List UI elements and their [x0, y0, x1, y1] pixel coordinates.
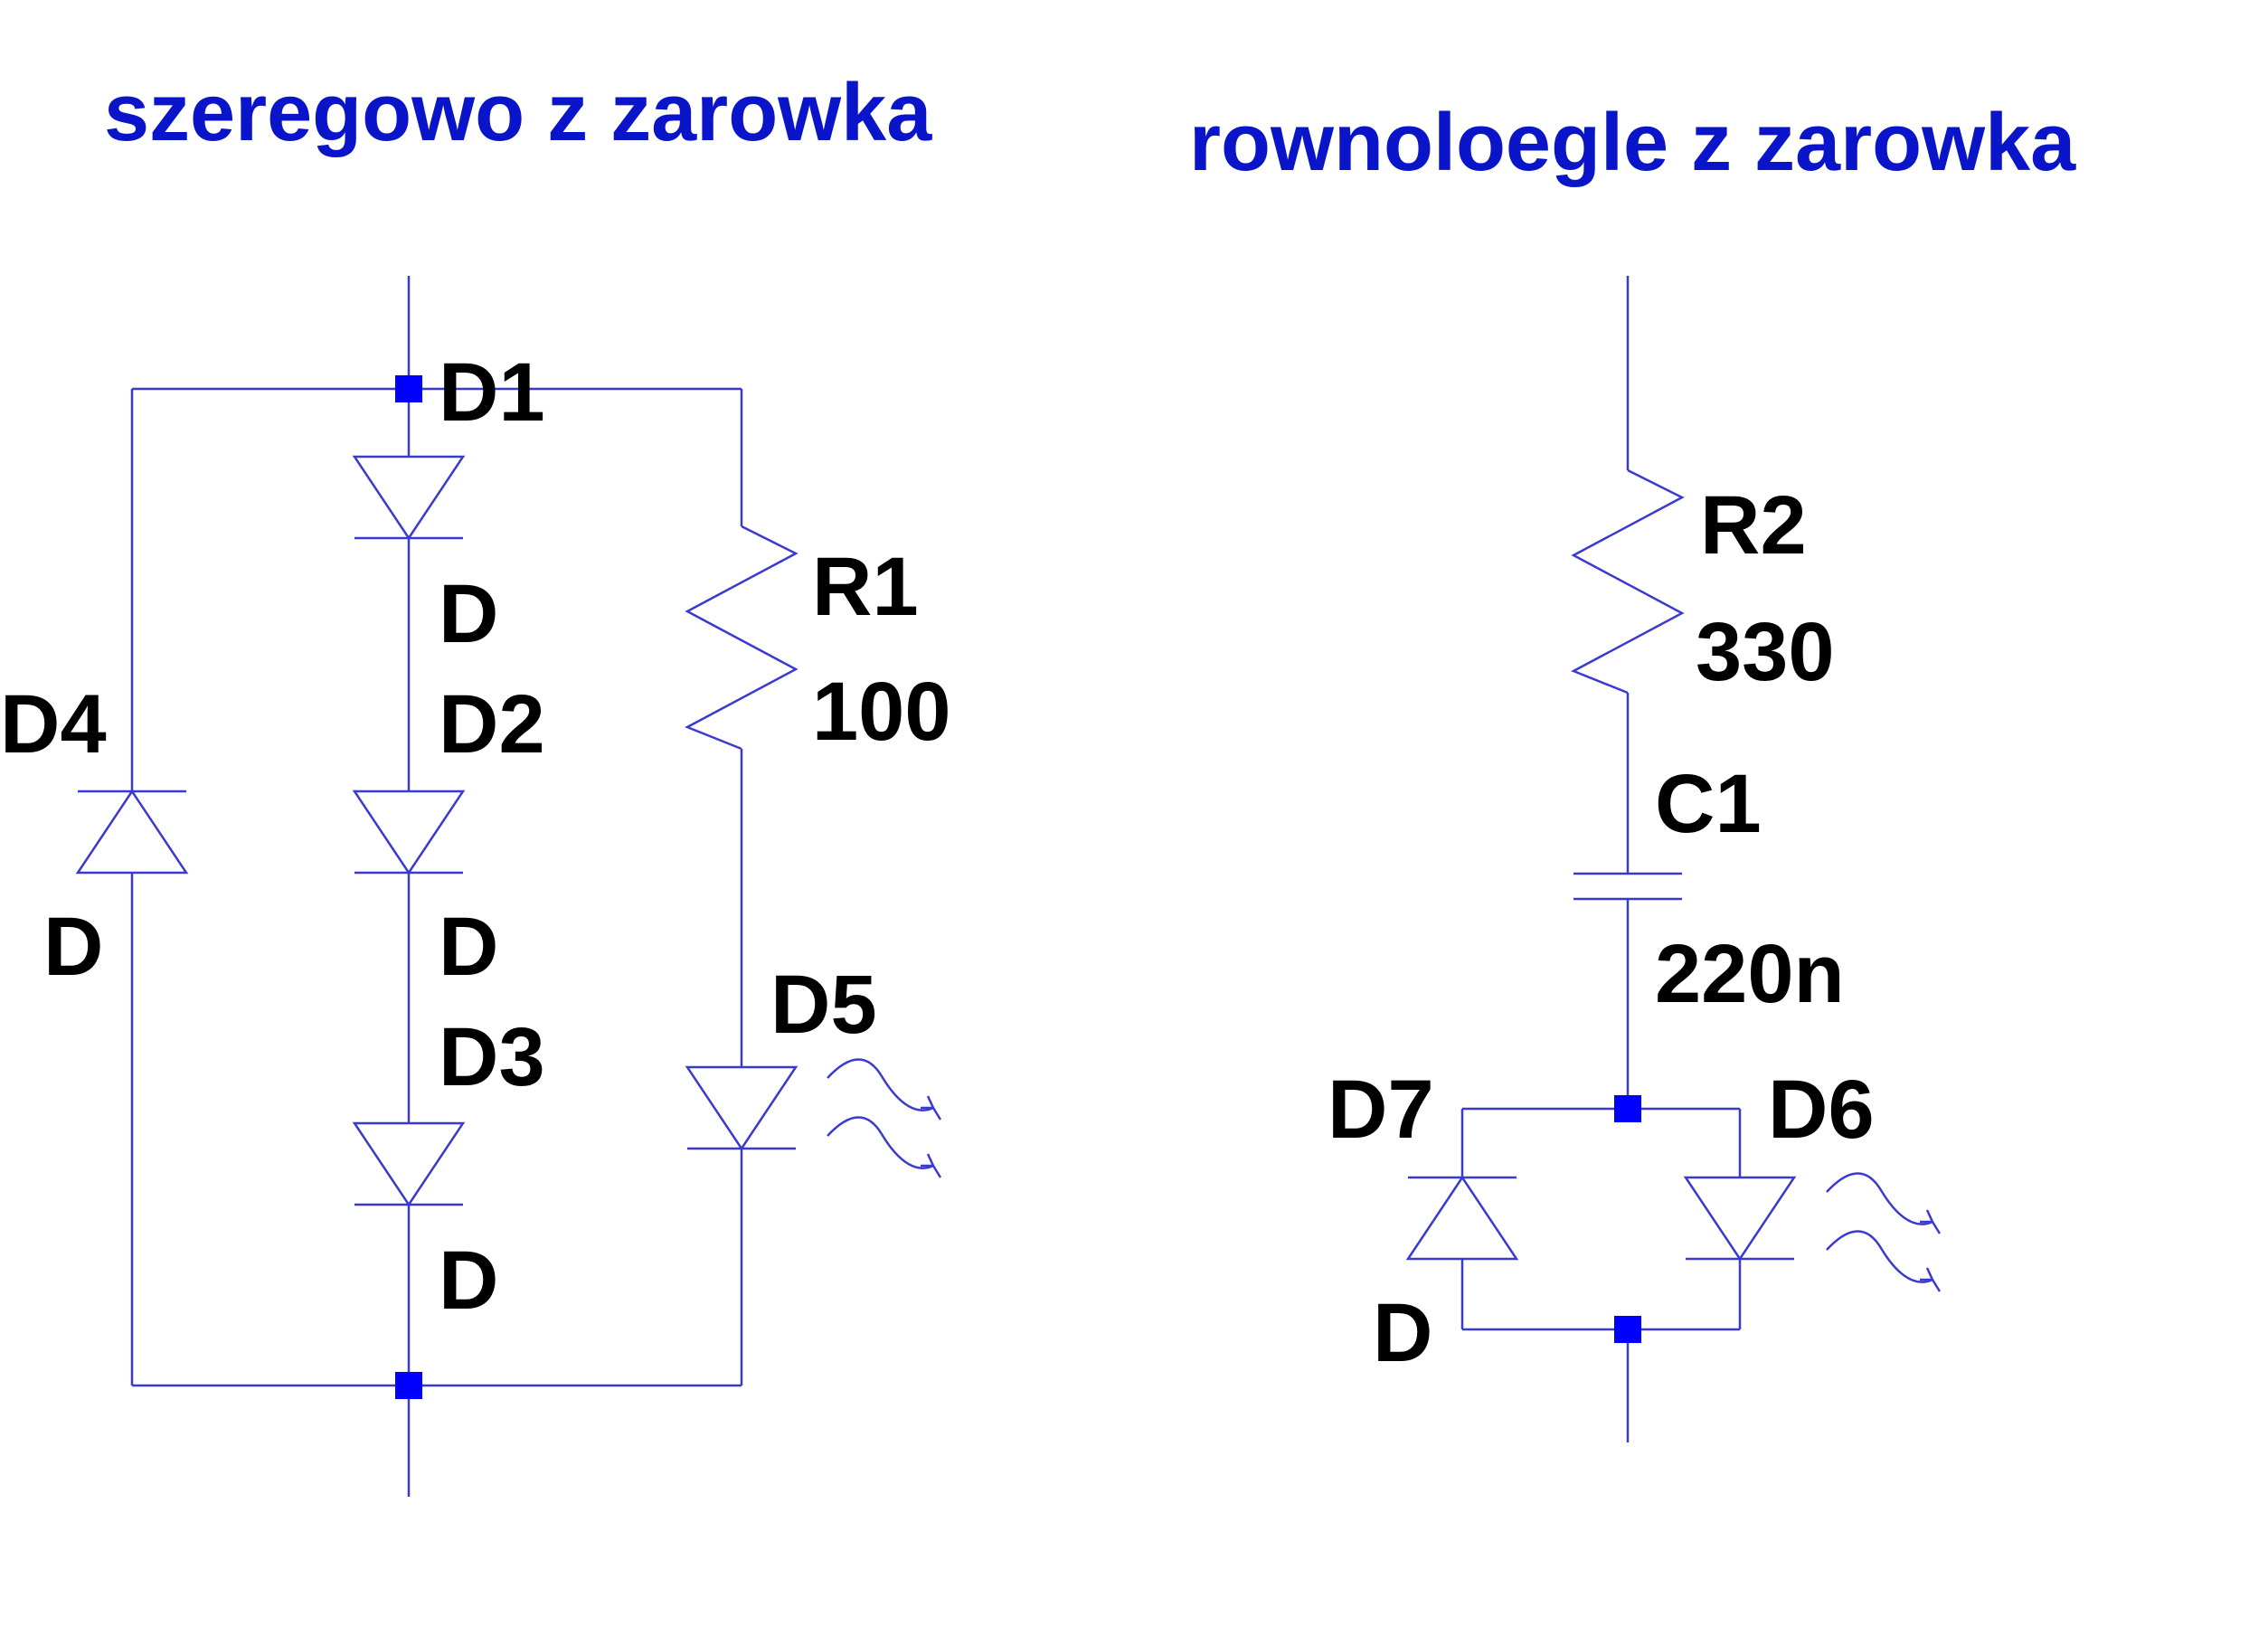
- label-d6-name: D6: [1768, 1064, 1875, 1156]
- label-d3-name: D3: [439, 1011, 545, 1103]
- label-r1-name: R1: [812, 541, 919, 633]
- label-d5-name: D5: [770, 959, 877, 1051]
- label-r2-value: 330: [1696, 606, 1835, 698]
- label-d1-value: D: [439, 568, 498, 660]
- wire-right-bridge: [1460, 1107, 1742, 1331]
- label-c1-name: C1: [1655, 758, 1762, 850]
- label-d7-value: D: [1373, 1287, 1432, 1379]
- title-right: rownoloegle z zarowka: [1189, 98, 2076, 188]
- title-left: szeregowo z zarowka: [104, 68, 932, 158]
- label-d4-name: D4: [0, 678, 107, 771]
- label-d1-name: D1: [439, 346, 545, 439]
- right-circuit: R2 330 C1 220n D7 D D6: [1328, 276, 1942, 1442]
- diode-d3: [352, 1121, 466, 1207]
- diode-d1: [352, 455, 466, 541]
- resistor-r2: [1571, 468, 1685, 695]
- led-d5: [685, 1065, 799, 1151]
- node-right-bottom: [1614, 1316, 1641, 1343]
- node-right-top: [1614, 1095, 1641, 1122]
- diode-d4: [75, 789, 189, 875]
- label-d2-value: D: [439, 901, 498, 993]
- resistor-r1: [685, 525, 799, 751]
- light-emission-icon: [827, 1058, 942, 1178]
- left-circuit: D1 D D2 D D3 D D4 D R1 100 D5: [0, 276, 951, 1497]
- label-d2-name: D2: [439, 678, 545, 771]
- label-d3-value: D: [439, 1234, 498, 1327]
- capacitor-c1: [1573, 872, 1682, 901]
- light-emission-icon: [1826, 1172, 1942, 1292]
- diode-d2: [352, 790, 466, 875]
- node-left-top: [395, 375, 422, 402]
- node-left-bottom: [395, 1372, 422, 1399]
- label-r1-value: 100: [812, 666, 951, 758]
- diode-d7: [1405, 1175, 1519, 1261]
- label-c1-value: 220n: [1655, 928, 1845, 1020]
- label-r2-name: R2: [1700, 479, 1807, 572]
- label-d4-value: D: [43, 901, 103, 993]
- label-d7-name: D7: [1328, 1064, 1434, 1156]
- led-d6: [1683, 1176, 1797, 1262]
